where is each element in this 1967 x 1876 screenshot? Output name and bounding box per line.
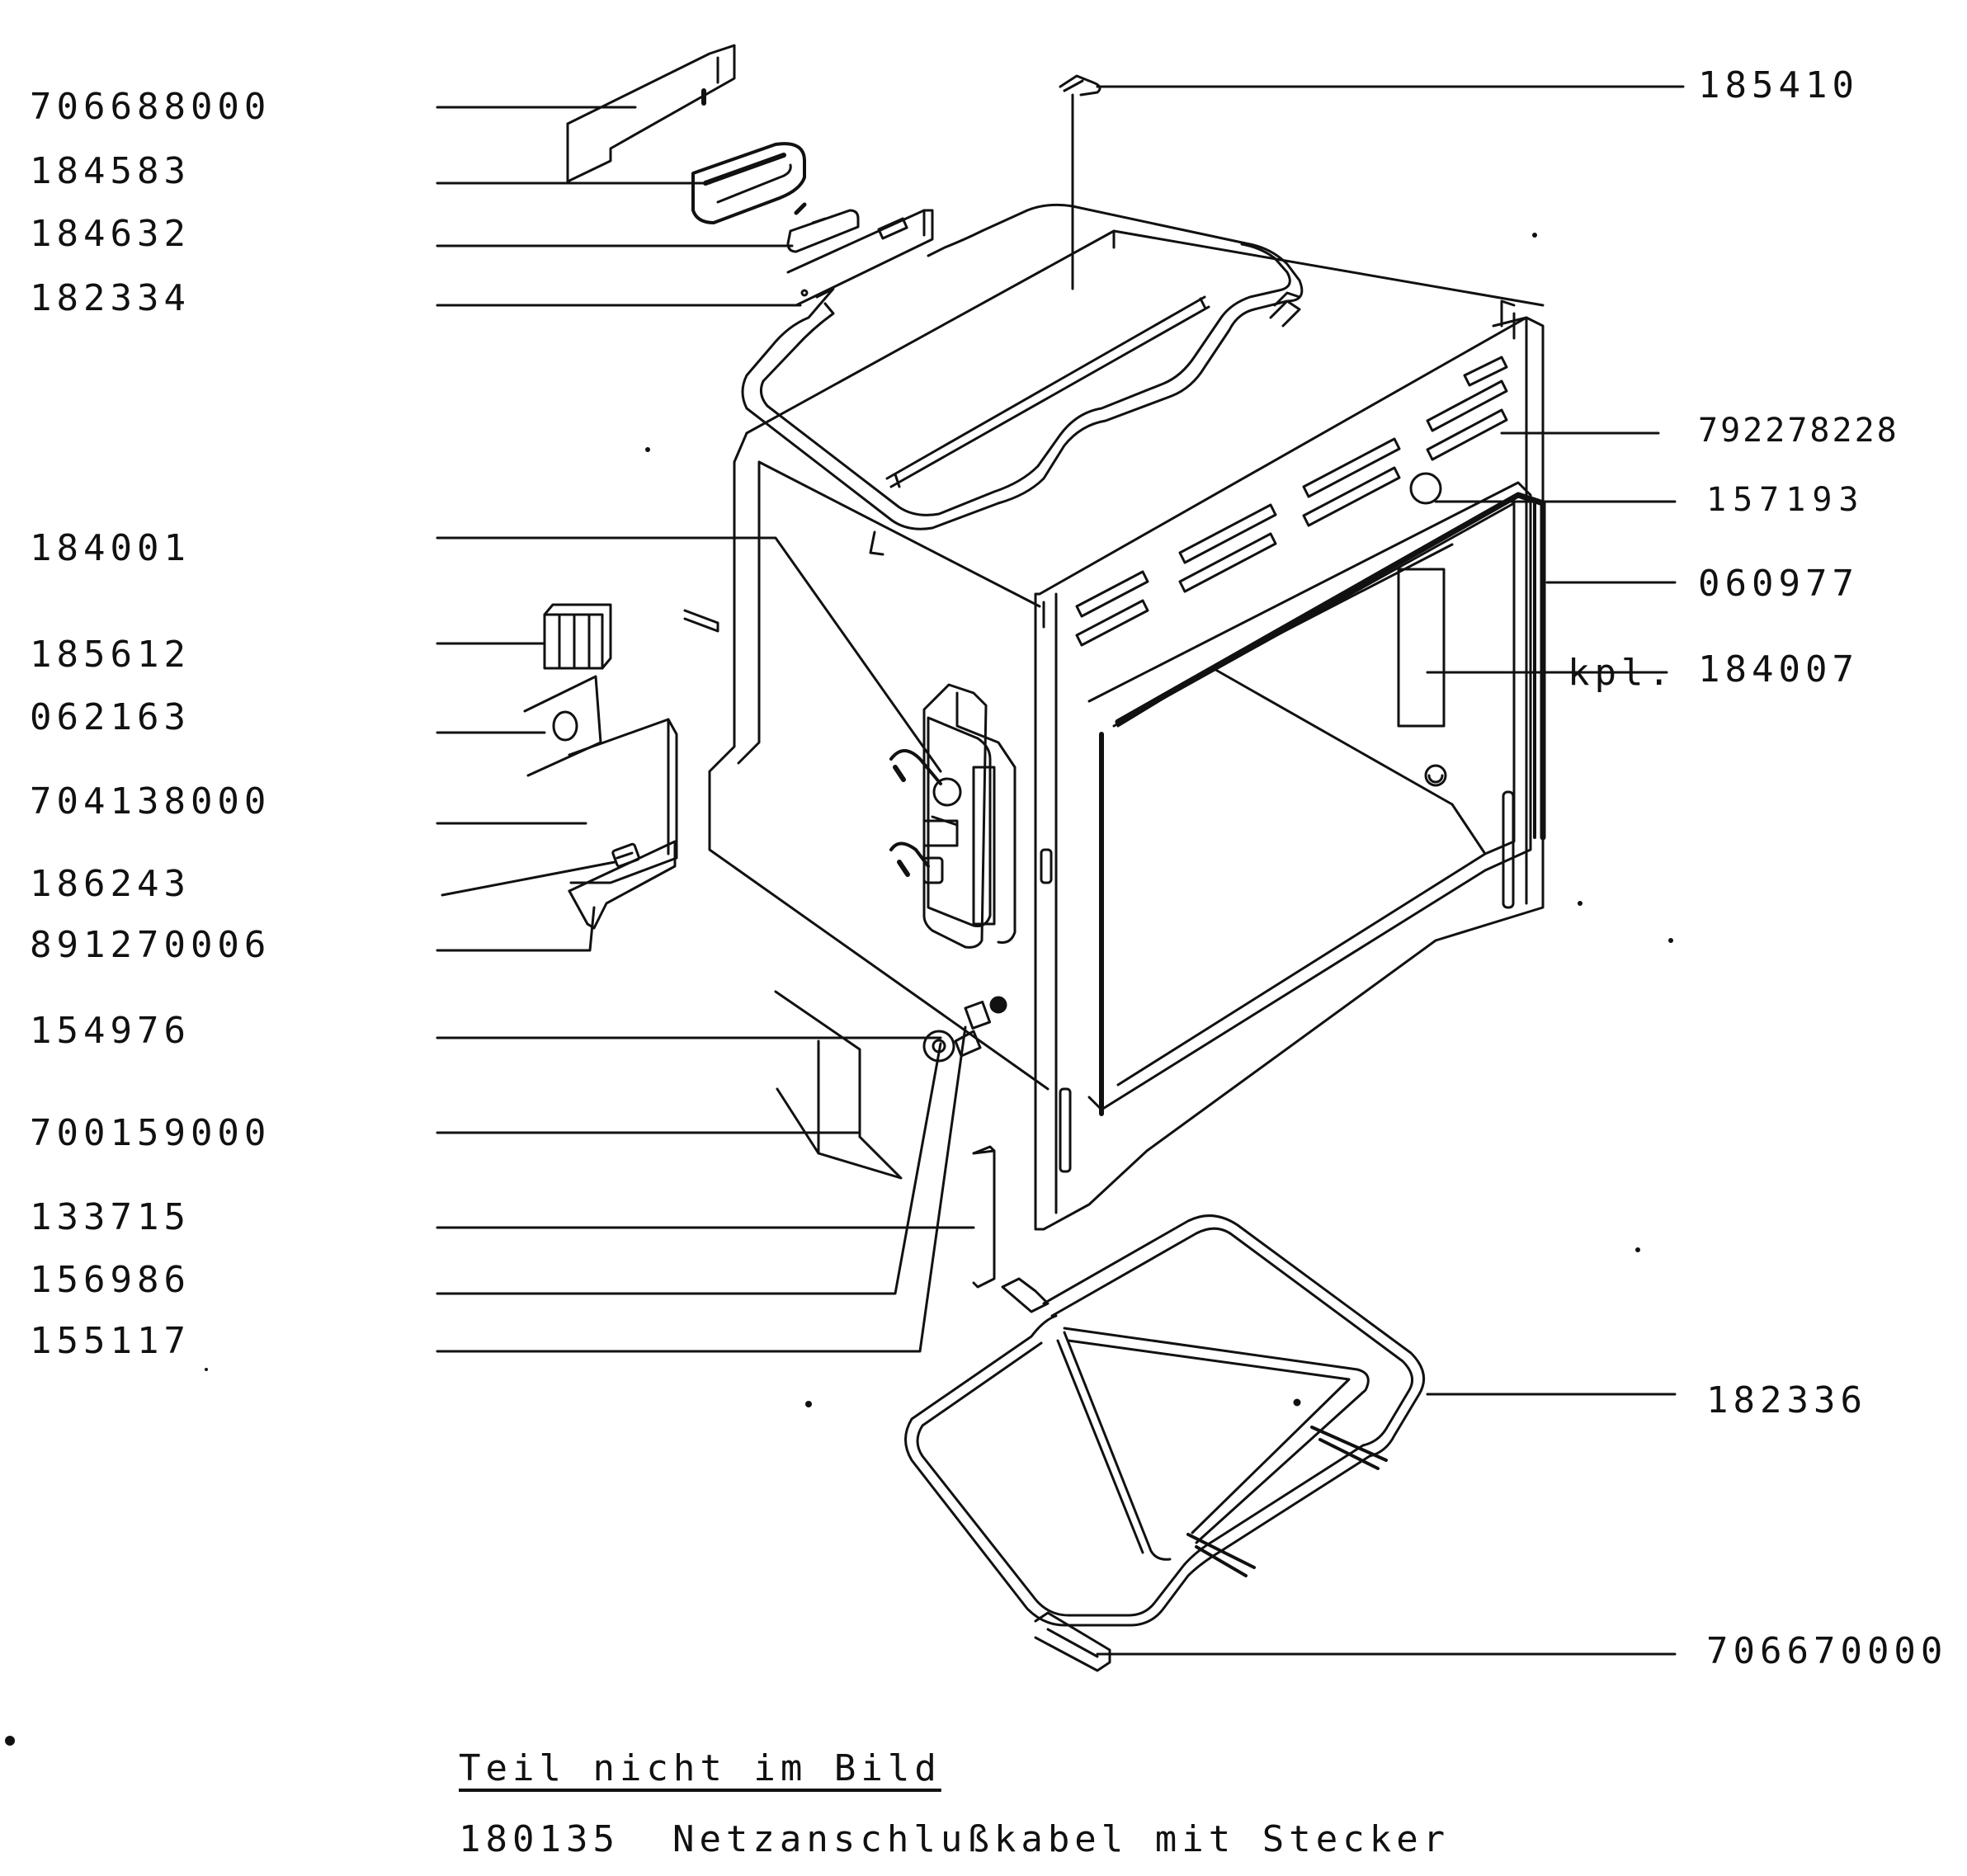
part-706670000 <box>1034 1611 1111 1672</box>
part-184632 <box>786 202 860 253</box>
part-label-185612: 185612 <box>30 634 191 676</box>
part-label-133715: 133715 <box>30 1196 191 1238</box>
part-label-157193: 157193 <box>1706 481 1866 519</box>
oven-cavity <box>708 229 1546 1231</box>
vent-slots <box>1075 356 1508 647</box>
leader-184001 <box>436 536 942 773</box>
part-700159000 <box>774 990 903 1180</box>
side-bracket <box>683 609 719 633</box>
part-label-706688000: 706688000 <box>30 86 271 128</box>
part-label-792278228: 792278228 <box>1698 412 1899 450</box>
part-133715 <box>972 1145 996 1289</box>
plate-184007 <box>1397 568 1446 728</box>
footer-title: Teil nicht im Bild <box>459 1747 941 1789</box>
part-182336-bottom-element <box>904 1214 1426 1627</box>
part-706688000 <box>566 44 736 183</box>
part-182334-plate <box>786 209 934 307</box>
lamp-157193 <box>1409 472 1442 505</box>
part-184001-switch-panel <box>889 683 1017 949</box>
part-185410 <box>1059 74 1101 97</box>
part-label-154976: 154976 <box>30 1010 191 1052</box>
part-154976-sensor <box>922 996 1007 1063</box>
part-label-185410: 185410 <box>1698 64 1859 106</box>
footer-part-line: 180135 Netzanschlußkabel mit Stecker <box>459 1818 1450 1860</box>
part-891270006 <box>568 840 677 930</box>
part-label-182334: 182334 <box>30 277 191 319</box>
part-062163 <box>523 675 602 777</box>
part-label-700159000: 700159000 <box>30 1112 271 1154</box>
leader-lines-left <box>436 106 975 1353</box>
part-label-704138000: 704138000 <box>30 780 271 823</box>
top-heating-element <box>741 203 1304 556</box>
part-label-156986: 156986 <box>30 1259 191 1301</box>
part-label-155117: 155117 <box>30 1320 191 1362</box>
part-label-184632: 184632 <box>30 213 191 255</box>
leader-156986 <box>436 1042 942 1295</box>
footer-part-number: 180135 <box>459 1818 620 1860</box>
footer-part-description: Netzanschlußkabel mit Stecker <box>672 1818 1450 1860</box>
leader-891270006 <box>436 906 596 952</box>
part-label-891270006: 891270006 <box>30 924 271 966</box>
scan-specks <box>5 233 1673 1746</box>
part-185612 <box>543 603 612 670</box>
part-label-062163: 062163 <box>30 696 191 738</box>
part-label-184007: 184007 <box>1698 648 1859 691</box>
part-label-060977: 060977 <box>1698 563 1859 605</box>
leader-155117 <box>436 1025 967 1353</box>
leader-186243 <box>441 860 616 897</box>
part-label-184001: 184001 <box>30 527 191 569</box>
part-label-182336: 182336 <box>1706 1379 1867 1421</box>
part-label-184583: 184583 <box>30 150 191 192</box>
leader-lines-right <box>1071 85 1685 1656</box>
kpl-note: kpl. <box>1568 652 1675 694</box>
part-704138000 <box>568 718 678 884</box>
part-label-186243: 186243 <box>30 863 191 905</box>
part-184583 <box>691 142 806 224</box>
part-label-706670000: 706670000 <box>1706 1630 1948 1672</box>
